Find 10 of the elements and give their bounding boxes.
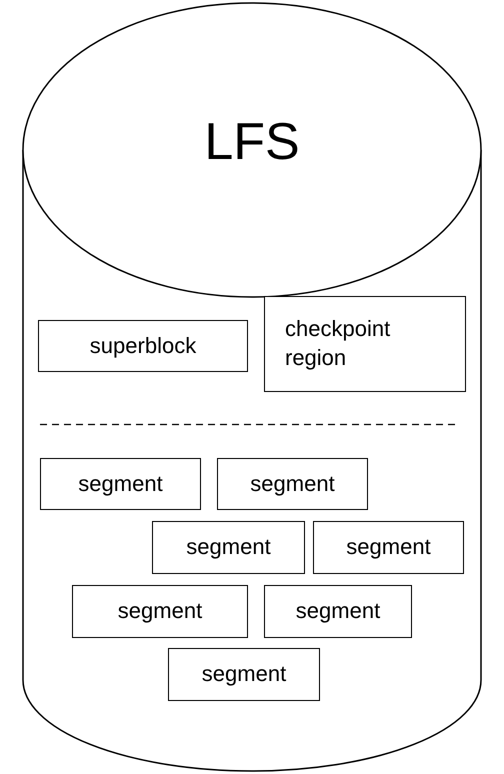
cylinder-title: LFS xyxy=(203,116,301,168)
block-box: segment xyxy=(40,458,201,510)
block-box: superblock xyxy=(38,320,248,372)
block-box: segment xyxy=(313,521,464,574)
block-box: segment xyxy=(72,585,248,638)
block-box: segment xyxy=(217,458,368,510)
block-box: checkpoint region xyxy=(264,296,466,392)
block-box: segment xyxy=(168,648,320,701)
block-box: segment xyxy=(264,585,412,638)
block-box: segment xyxy=(152,521,305,574)
